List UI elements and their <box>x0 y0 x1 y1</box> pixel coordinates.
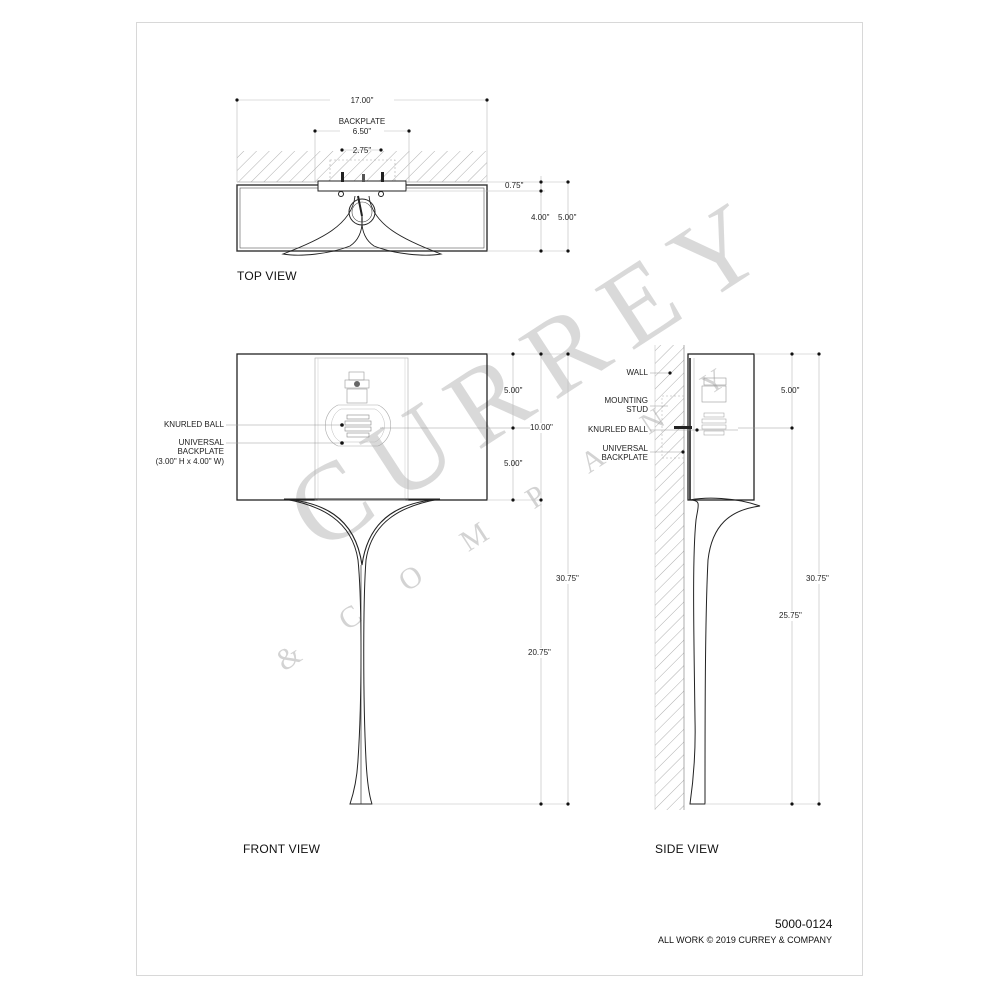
dim-front-lower-half: 5.00" <box>504 459 523 468</box>
callout-side-knurled-ball: KNURLED BALL <box>587 425 648 434</box>
callout-universal-backplate-line2: BACKPLATE <box>177 447 224 456</box>
dim-overall-depth: 5.00" <box>558 213 577 222</box>
callout-mounting-stud-line2: STUD <box>626 405 648 414</box>
callout-universal-backplate-size: (3.00" H x 4.00" W) <box>155 457 224 466</box>
front-view-drawing <box>226 352 570 806</box>
dim-inner-width: 2.75" <box>352 146 372 155</box>
dim-front-upper-half: 5.00" <box>504 386 523 395</box>
dim-side-arm-height: 25.75" <box>779 611 802 621</box>
side-view-drawing <box>650 345 821 810</box>
side-view-title: SIDE VIEW <box>655 842 719 856</box>
callout-mounting-stud-line1: MOUNTING <box>604 396 648 405</box>
top-view-drawing <box>235 98 570 256</box>
dim-overall-width: 17.00" <box>330 96 394 106</box>
dim-front-arm-height: 20.75" <box>528 648 551 658</box>
drawing-sheet-border <box>136 22 863 976</box>
dim-offset: 0.75" <box>505 181 524 190</box>
dim-shade-depth: 4.00" <box>531 213 550 222</box>
dim-front-overall-height: 30.75" <box>556 574 579 584</box>
dim-side-upper-half: 5.00" <box>781 386 800 395</box>
copyright-notice: ALL WORK © 2019 CURREY & COMPANY <box>658 935 833 945</box>
dim-side-overall-height: 30.75" <box>806 574 829 584</box>
callout-side-universal-backplate-line2: BACKPLATE <box>601 453 648 462</box>
front-view-title: FRONT VIEW <box>243 842 321 856</box>
callout-universal-backplate-line1: UNIVERSAL <box>178 438 224 447</box>
dim-front-shade-height: 10.00" <box>530 423 553 433</box>
backplate-label: BACKPLATE <box>338 117 386 126</box>
callout-side-universal-backplate-line1: UNIVERSAL <box>602 444 648 453</box>
callout-knurled-ball: KNURLED BALL <box>163 420 224 429</box>
dim-backplate-width: 6.50" <box>340 127 384 137</box>
callout-wall: WALL <box>626 368 649 377</box>
top-view-title: TOP VIEW <box>237 269 297 283</box>
part-number: 5000-0124 <box>775 917 833 931</box>
